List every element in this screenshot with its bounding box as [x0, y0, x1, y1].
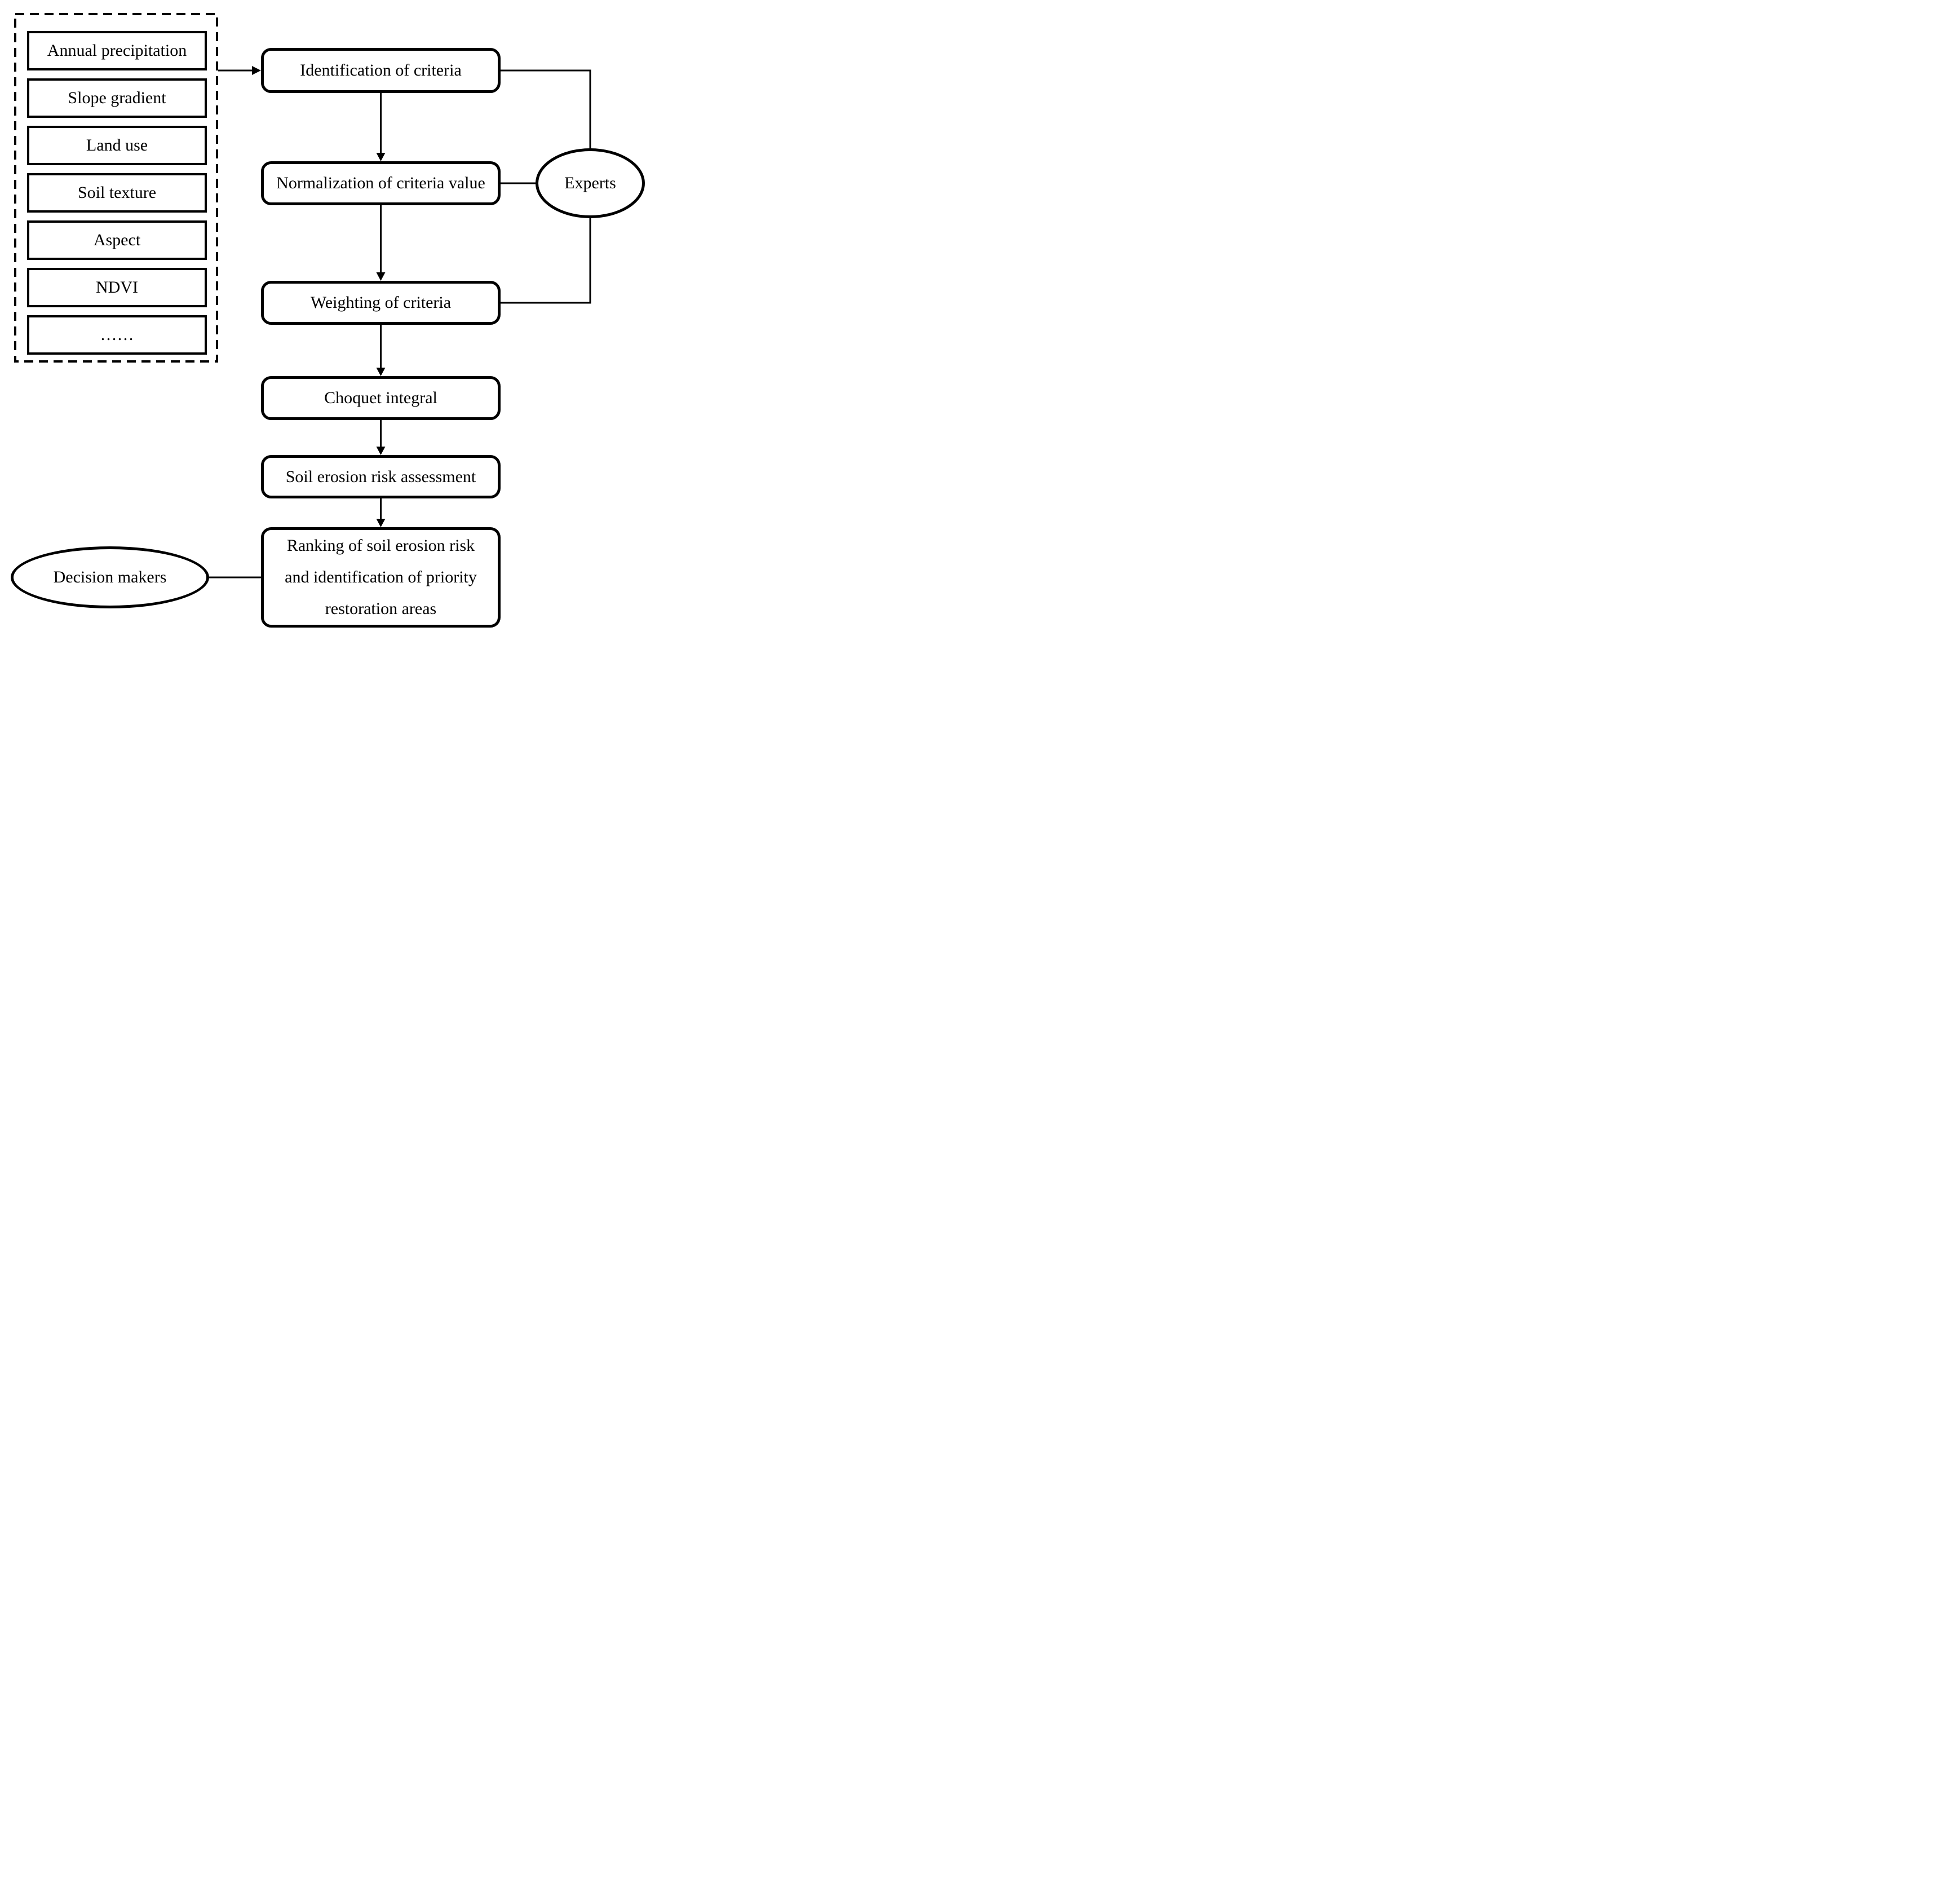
- criteria-box-aspect: Aspect: [27, 220, 207, 260]
- decision-makers-ellipse: Decision makers: [11, 546, 209, 608]
- arrowhead-choquet-to-assessment: [376, 447, 386, 455]
- arrowhead-normalization-to-weighting: [376, 272, 386, 281]
- criteria-box-slope-gradient: Slope gradient: [27, 78, 207, 118]
- criteria-label: ……: [100, 325, 134, 344]
- criteria-label: Land use: [86, 136, 148, 154]
- criteria-label: NDVI: [96, 278, 138, 297]
- criteria-label: Annual precipitation: [47, 41, 187, 60]
- criteria-label: Soil texture: [77, 183, 157, 202]
- process-label: Normalization of criteria value: [276, 174, 485, 192]
- criteria-label: Aspect: [93, 231, 141, 249]
- process-box-weighting-of-criteria: Weighting of criteria: [261, 281, 501, 325]
- process-label: Soil erosion risk assessment: [285, 467, 476, 486]
- decision-makers-label: Decision makers: [53, 568, 167, 586]
- process-box-soil-erosion-risk-assessment: Soil erosion risk assessment: [261, 455, 501, 498]
- process-label: Weighting of criteria: [310, 293, 452, 312]
- connector-experts-to-weighting: [501, 218, 591, 304]
- process-box-choquet-integral: Choquet integral: [261, 376, 501, 420]
- criteria-box-soil-texture: Soil texture: [27, 173, 207, 213]
- connector-identification-to-experts: [501, 69, 591, 148]
- arrowhead-assessment-to-ranking: [376, 519, 386, 527]
- criteria-label: Slope gradient: [68, 89, 166, 107]
- criteria-box-ellipsis: ……: [27, 315, 207, 355]
- arrowhead-criteria-to-identification: [252, 66, 261, 75]
- process-box-identification-of-criteria: Identification of criteria: [261, 48, 501, 93]
- experts-label: Experts: [564, 174, 616, 192]
- process-label-line: restoration areas: [325, 599, 437, 618]
- process-box-ranking-priority-restoration: Ranking of soil erosion risk and identif…: [261, 527, 501, 628]
- process-label-line: and identification of priority: [285, 568, 477, 586]
- criteria-box-land-use: Land use: [27, 126, 207, 165]
- arrowhead-weighting-to-choquet: [376, 368, 386, 376]
- criteria-box-ndvi: NDVI: [27, 268, 207, 307]
- experts-ellipse: Experts: [536, 148, 645, 218]
- arrowhead-identification-to-normalization: [376, 153, 386, 161]
- criteria-box-annual-precipitation: Annual precipitation: [27, 31, 207, 70]
- process-label: Choquet integral: [324, 388, 437, 407]
- process-box-normalization-of-criteria-value: Normalization of criteria value: [261, 161, 501, 205]
- connector-layer: [14, 13, 591, 579]
- criteria-group-dashed-outline: [14, 13, 218, 363]
- process-label: Identification of criteria: [300, 61, 462, 80]
- process-label-line: Ranking of soil erosion risk: [286, 536, 475, 555]
- flowchart-canvas: Annual precipitation Slope gradient Land…: [0, 0, 653, 634]
